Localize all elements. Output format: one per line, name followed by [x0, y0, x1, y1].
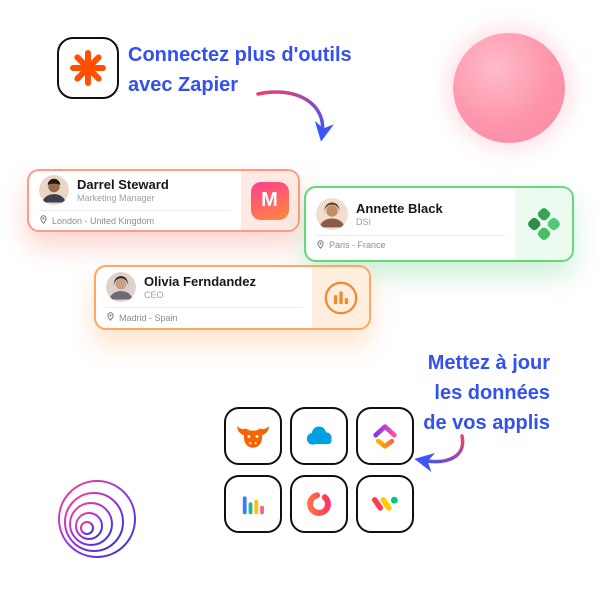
card-body: Darrel Steward Marketing Manager London … [29, 171, 241, 230]
card-body: Olivia Ferndandez CEO Madrid - Spain [96, 267, 312, 328]
pink-ring-app-icon [307, 492, 331, 516]
app-tile-clickup [356, 407, 414, 465]
clover-logo [527, 208, 560, 240]
bars-app-icon [242, 496, 264, 515]
spiral-circles-decoration [58, 480, 136, 558]
bar-chart-logo [324, 281, 357, 314]
app-tile-cloud [290, 407, 348, 465]
clickup-app-icon [373, 424, 397, 449]
person-role: CEO [144, 290, 164, 300]
location-pin-icon [316, 239, 325, 251]
zapier-badge [57, 37, 119, 99]
person-name: Annette Black [356, 200, 443, 216]
contact-card-annette: Annette Black DSI Paris - France [304, 186, 574, 262]
person-name: Olivia Ferndandez [144, 274, 256, 289]
update-headline-line2: les données [434, 378, 550, 408]
connect-headline-line2: avec Zapier [124, 70, 243, 100]
m-gradient-logo: M [250, 181, 289, 220]
monday-m-app-icon [371, 496, 398, 511]
clover-logo-strip [515, 188, 572, 260]
connect-headline: Connectez plus d'outils avec Zapier [124, 40, 356, 100]
person-location: Paris - France [329, 240, 386, 250]
app-tile-pink-ring [290, 475, 348, 533]
card-body: Annette Black DSI Paris - France [306, 188, 515, 260]
avatar-olivia [106, 272, 136, 302]
m-logo-strip: M [241, 171, 298, 230]
bull-app-icon [236, 426, 270, 448]
location-row: Paris - France [316, 234, 505, 251]
person-name: Darrel Steward [77, 177, 169, 192]
cloud-app-icon [306, 426, 332, 445]
bar-chart-logo-strip [312, 267, 369, 328]
person-location: Madrid - Spain [119, 312, 178, 323]
location-pin-icon [106, 312, 115, 323]
avatar-darrel [39, 175, 69, 205]
connect-headline-line1: Connectez plus d'outils [124, 40, 356, 70]
location-row: Madrid - Spain [106, 307, 302, 323]
pink-blob-decoration [453, 33, 565, 143]
person-text: Darrel Steward Marketing Manager [77, 177, 169, 203]
location-pin-icon [39, 215, 48, 226]
person-role: DSI [356, 216, 372, 227]
person-row: Annette Black DSI [316, 197, 505, 230]
app-icon-grid [224, 407, 414, 533]
person-role: Marketing Manager [77, 193, 155, 203]
update-headline-line3: de vos applis [423, 408, 550, 438]
zapier-asterisk-icon [70, 50, 106, 86]
person-row: Olivia Ferndandez CEO [106, 272, 302, 302]
app-tile-bull [224, 407, 282, 465]
contact-card-olivia: Olivia Ferndandez CEO Madrid - Spain [94, 265, 371, 330]
person-row: Darrel Steward Marketing Manager [39, 175, 231, 205]
update-headline-line1: Mettez à jour [427, 348, 550, 378]
person-text: Annette Black DSI [356, 201, 443, 227]
arrow-to-apps [414, 434, 465, 472]
contact-card-darrel: Darrel Steward Marketing Manager London … [27, 169, 300, 232]
person-text: Olivia Ferndandez CEO [144, 274, 256, 300]
arrow-to-cards [256, 90, 334, 142]
person-location: London - United Kingdom [52, 215, 155, 226]
app-tile-monday [356, 475, 414, 533]
location-row: London - United Kingdom [39, 210, 231, 226]
app-tile-bars [224, 475, 282, 533]
update-headline: Mettez à jour les données de vos applis [398, 348, 550, 438]
avatar-annette [316, 197, 348, 230]
